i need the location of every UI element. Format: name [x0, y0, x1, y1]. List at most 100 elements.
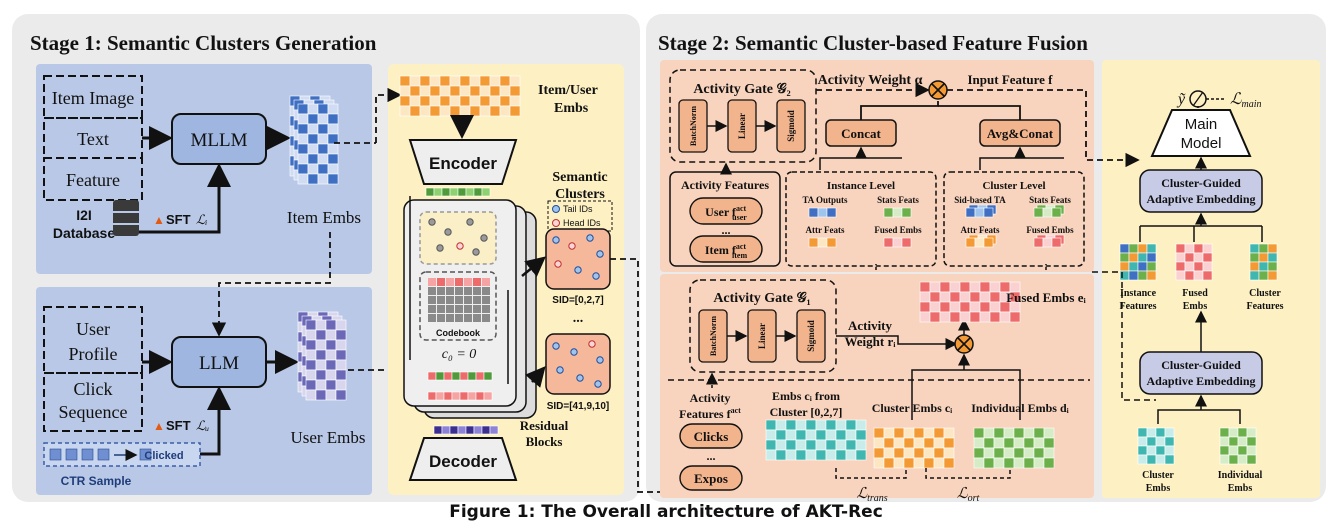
matrix-cell: [1175, 261, 1186, 272]
matrix-cell: [1164, 454, 1175, 465]
matrix-cell: [439, 85, 451, 97]
activity-features-f-l1: Activity: [690, 391, 731, 405]
matrix-cell: [1042, 237, 1053, 248]
matrix-cell: [1202, 252, 1213, 263]
matrix-cell: [1202, 270, 1213, 281]
matrix-cell: [969, 281, 981, 293]
matrix-cell: [446, 287, 454, 295]
main-model-l2: Model: [1181, 135, 1222, 152]
matrix-cell: [307, 163, 319, 175]
matrix-cell: [435, 391, 445, 401]
matrix-cell: [1043, 427, 1055, 439]
concat-label: Concat: [841, 126, 881, 141]
matrix-cell: [808, 237, 819, 248]
matrix-cell: [489, 425, 499, 435]
matrix-cell: [1146, 445, 1157, 456]
matrix-cell: [993, 437, 1005, 449]
l-u-label: ℒᵤ: [196, 418, 209, 433]
matrix-cell: [765, 419, 777, 431]
embs-ci-l2: Cluster [0,2,7]: [770, 405, 843, 419]
matrix-cell: [473, 187, 483, 197]
architecture-diagram: Stage 1: Semantic Clusters Generation St…: [12, 14, 1326, 504]
matrix-cell: [1193, 270, 1204, 281]
instance-features-l2: Features: [1119, 301, 1156, 312]
matrix-cell: [1155, 445, 1166, 456]
matrix-cell: [1003, 427, 1015, 439]
matrix-cell: [949, 301, 961, 313]
l-i-label: ℒᵢ: [196, 212, 207, 227]
matrix-cell: [439, 75, 451, 87]
matrix-cell: [983, 447, 995, 459]
matrix-cell: [933, 447, 945, 459]
matrix-cell: [913, 447, 925, 459]
matrix-cell: [297, 163, 309, 175]
flame-icon: ▲: [153, 213, 165, 227]
matrix-cell: [1128, 243, 1139, 254]
matrix-cell: [317, 173, 329, 185]
click-seq-l2: Sequence: [59, 402, 128, 422]
matrix-cell: [443, 391, 453, 401]
matrix-cell: [1137, 270, 1148, 281]
matrix-cell: [489, 85, 501, 97]
matrix-cell: [795, 419, 807, 431]
matrix-cell: [883, 237, 894, 248]
matrix-cell: [317, 143, 329, 155]
matrix-cell: [315, 339, 327, 351]
matrix-cell: [457, 187, 467, 197]
embs-ci-l1: Embs cᵢ from: [772, 389, 840, 403]
matrix-cell: [765, 429, 777, 441]
code-row-out: [433, 425, 499, 435]
matrix-cell: [509, 95, 521, 107]
tail-id-dot: [436, 244, 444, 252]
matrix-cell: [1023, 427, 1035, 439]
matrix-cell: [1249, 252, 1260, 263]
matrix-cell: [965, 237, 976, 248]
matrix-cell: [1228, 427, 1239, 438]
matrix-cell: [855, 429, 867, 441]
matrix-cell: [305, 349, 317, 361]
matrix-cell: [307, 153, 319, 165]
residual-label-l2: Blocks: [526, 434, 563, 449]
matrix-cell: [399, 85, 411, 97]
matrix-cell: [939, 291, 951, 303]
matrix-cell: [439, 105, 451, 117]
matrix-cell: [467, 391, 477, 401]
matrix-cell: [1164, 436, 1175, 447]
matrix-cell: [873, 437, 885, 449]
instance-level-label: Instance Level: [827, 180, 895, 192]
instance-feature-chips: [808, 207, 912, 248]
matrix-cell: [939, 281, 951, 293]
tail-id-dot: [472, 248, 480, 256]
matrix-cell: [409, 95, 421, 107]
matrix-cell: [1033, 237, 1044, 248]
matrix-cell: [1193, 252, 1204, 263]
matrix-cell: [969, 291, 981, 303]
c0-label: c₀ = 0: [442, 347, 477, 362]
matrix-cell: [449, 187, 459, 197]
matrix-cell: [459, 95, 471, 107]
matrix-cell: [335, 359, 347, 371]
matrix-cell: [1175, 270, 1186, 281]
flame-icon-2: ▲: [153, 419, 165, 433]
matrix-cell: [765, 449, 777, 461]
gate2-linear: Linear: [737, 113, 747, 139]
matrix-cell: [923, 447, 935, 459]
matrix-cell: [1237, 427, 1248, 438]
matrix-cell: [307, 173, 319, 185]
head-id-dot: [554, 260, 562, 268]
head-id-dot: [456, 242, 464, 250]
main-model-node: [1150, 109, 1252, 157]
matrix-cell: [1202, 261, 1213, 272]
matrix-cell: [815, 419, 827, 431]
matrix-cell: [1146, 261, 1157, 272]
matrix-cell: [983, 427, 995, 439]
matrix-cell: [1246, 427, 1257, 438]
matrix-cell: [883, 457, 895, 469]
matrix-cell: [1033, 457, 1045, 469]
matrix-cell: [815, 429, 827, 441]
tail-id-dot: [576, 374, 584, 382]
matrix-cell: [1137, 454, 1148, 465]
decoder-node: [408, 437, 518, 481]
matrix-cell: [845, 449, 857, 461]
activity-weight-alpha: Activity Weight α: [818, 73, 923, 88]
